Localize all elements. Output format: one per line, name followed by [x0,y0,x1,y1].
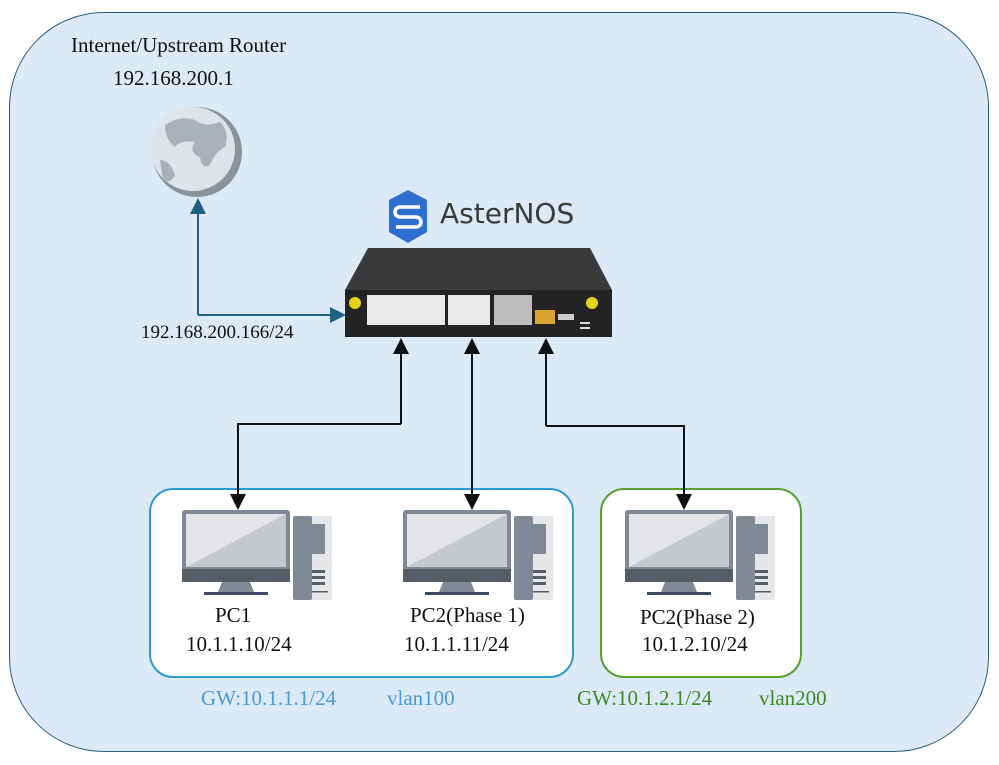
globe-icon [151,107,242,197]
asternos-logo-icon [389,190,427,243]
vlan100-label: vlan100 [387,686,455,710]
pc2-phase2-ip: 10.1.2.10/24 [642,632,748,656]
vlan200-label: vlan200 [759,686,827,710]
pc2-phase2-name: PC2(Phase 2) [640,605,755,629]
pc2-phase1-icon [403,510,553,600]
upstream-title: Internet/Upstream Router [71,33,287,57]
pc1-name: PC1 [215,603,252,627]
upstream-ip: 192.168.200.1 [113,66,234,90]
brand-name: AsterNOS [440,197,575,230]
pc2-phase1-name: PC2(Phase 1) [410,603,525,627]
upstream-link [190,198,346,323]
vlan100-gateway: GW:10.1.1.1/24 [201,686,337,710]
pc1-icon [182,510,332,600]
pc1-ip: 10.1.1.10/24 [186,632,292,656]
uplink-ip: 192.168.200.166/24 [141,322,294,343]
vlan200-gateway: GW:10.1.2.1/24 [577,686,713,710]
pc2-phase1-ip: 10.1.1.11/24 [404,632,509,656]
access-links [230,338,692,510]
pc2-phase2-icon [625,510,775,600]
switch-icon [345,248,612,337]
